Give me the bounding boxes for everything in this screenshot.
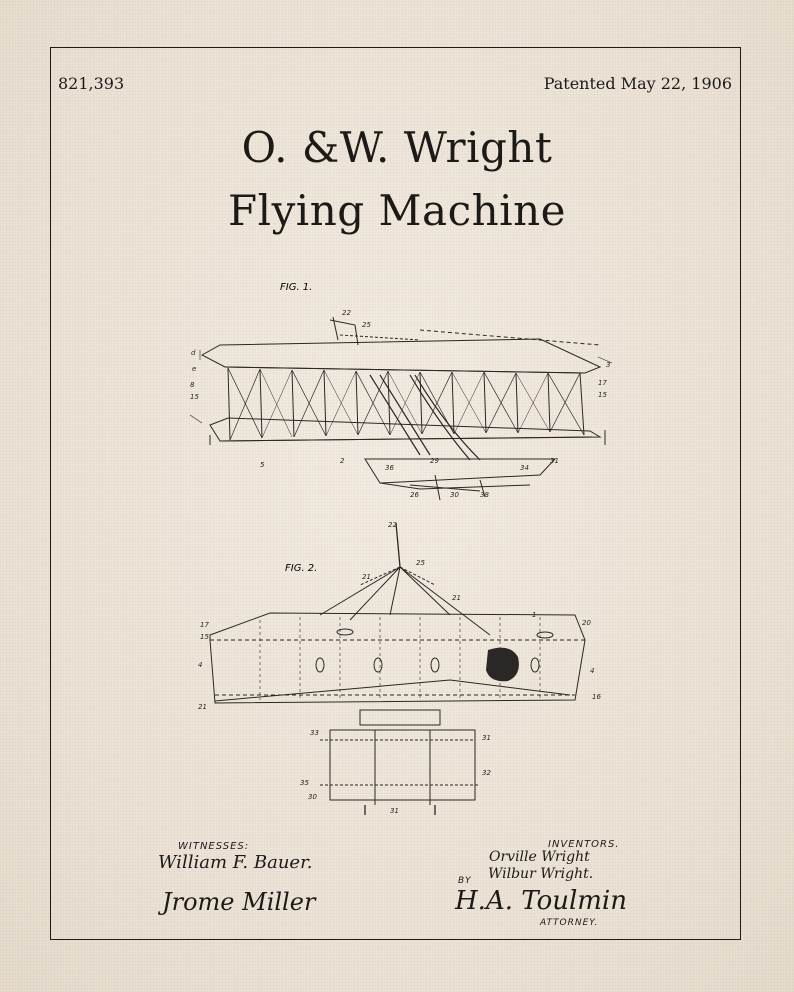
svg-text:d: d xyxy=(191,349,196,357)
fig1-label: FIG. 1. xyxy=(280,282,312,293)
svg-text:33: 33 xyxy=(310,729,319,737)
svg-text:32: 32 xyxy=(482,769,491,777)
svg-text:31: 31 xyxy=(390,807,399,815)
svg-text:29: 29 xyxy=(430,457,439,465)
svg-text:22: 22 xyxy=(342,309,351,317)
svg-text:22: 22 xyxy=(388,521,397,529)
svg-text:30: 30 xyxy=(308,793,317,801)
svg-text:25: 25 xyxy=(416,559,425,567)
svg-text:8: 8 xyxy=(190,381,195,389)
witness-signature-2: Jrome Miller xyxy=(162,888,316,916)
title-invention: Flying Machine xyxy=(228,186,566,235)
svg-text:17: 17 xyxy=(598,379,607,387)
by-label: BY xyxy=(458,876,472,886)
svg-text:26: 26 xyxy=(410,491,419,499)
svg-text:25: 25 xyxy=(362,321,371,329)
engine-shape xyxy=(486,647,519,682)
inventors-label: INVENTORS. xyxy=(548,839,620,850)
svg-text:1: 1 xyxy=(532,611,536,619)
svg-text:21: 21 xyxy=(198,703,207,711)
svg-text:5: 5 xyxy=(260,461,265,469)
svg-text:31: 31 xyxy=(482,734,491,742)
inventor-name-2: Wilbur Wright. xyxy=(488,866,594,882)
svg-text:15: 15 xyxy=(200,633,209,641)
svg-text:35: 35 xyxy=(300,779,309,787)
svg-text:20: 20 xyxy=(582,619,591,627)
svg-text:21: 21 xyxy=(452,594,461,602)
svg-text:4: 4 xyxy=(590,667,594,675)
svg-text:16: 16 xyxy=(592,693,601,701)
fig2-label: FIG. 2. xyxy=(285,563,317,574)
svg-text:31: 31 xyxy=(550,457,559,465)
svg-text:38: 38 xyxy=(480,491,489,499)
svg-text:e: e xyxy=(192,365,196,373)
svg-text:36: 36 xyxy=(385,464,394,472)
svg-text:2: 2 xyxy=(340,457,345,465)
border-frame xyxy=(50,47,741,940)
svg-text:17: 17 xyxy=(200,621,209,629)
witness-signature-1: William F. Bauer. xyxy=(158,852,313,873)
patent-number: 821,393 xyxy=(58,74,125,93)
svg-text:30: 30 xyxy=(450,491,459,499)
svg-text:15: 15 xyxy=(190,393,199,401)
title-inventors: O. &W. Wright xyxy=(241,123,553,172)
svg-text:4: 4 xyxy=(198,661,202,669)
svg-text:34: 34 xyxy=(520,464,529,472)
figure-1-drawing: FIG. 1. 22 25 d 3 e 8 15 17 15 5 2 36 29 xyxy=(189,282,613,501)
svg-text:3: 3 xyxy=(606,361,610,369)
witnesses-label: WITNESSES: xyxy=(178,841,250,852)
attorney-signature: H.A. Toulmin xyxy=(455,886,627,916)
patent-date: Patented May 22, 1906 xyxy=(543,74,732,93)
attorney-label: ATTORNEY. xyxy=(540,918,599,928)
svg-text:15: 15 xyxy=(598,391,607,399)
figure-2-drawing: FIG. 2. 22 25 21 21 17 15 4 4 16 21 1 20 33 31 32… xyxy=(198,521,601,815)
svg-text:21: 21 xyxy=(362,573,371,581)
inventor-name-1: Orville Wright xyxy=(489,849,590,865)
